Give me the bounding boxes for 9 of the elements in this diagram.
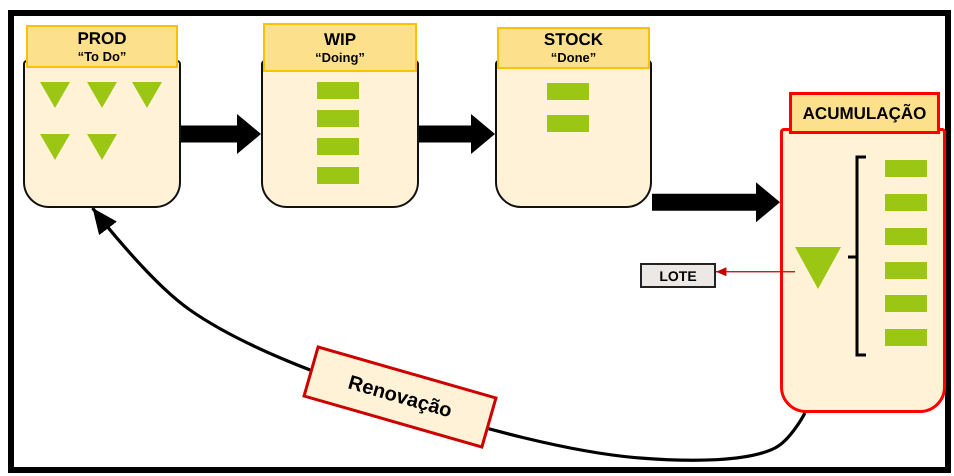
tag-label: LOTE (640, 263, 716, 288)
column-subtitle: “Done” (550, 49, 596, 66)
column-title: STOCK (544, 30, 604, 49)
column-title: WIP (324, 30, 356, 48)
column-subtitle: “To Do” (78, 48, 126, 64)
column-title: ACUMULAÇÃO (802, 104, 926, 122)
column-title: PROD (77, 28, 127, 48)
arrow (716, 267, 795, 276)
column-subtitle: “Doing” (315, 48, 365, 66)
